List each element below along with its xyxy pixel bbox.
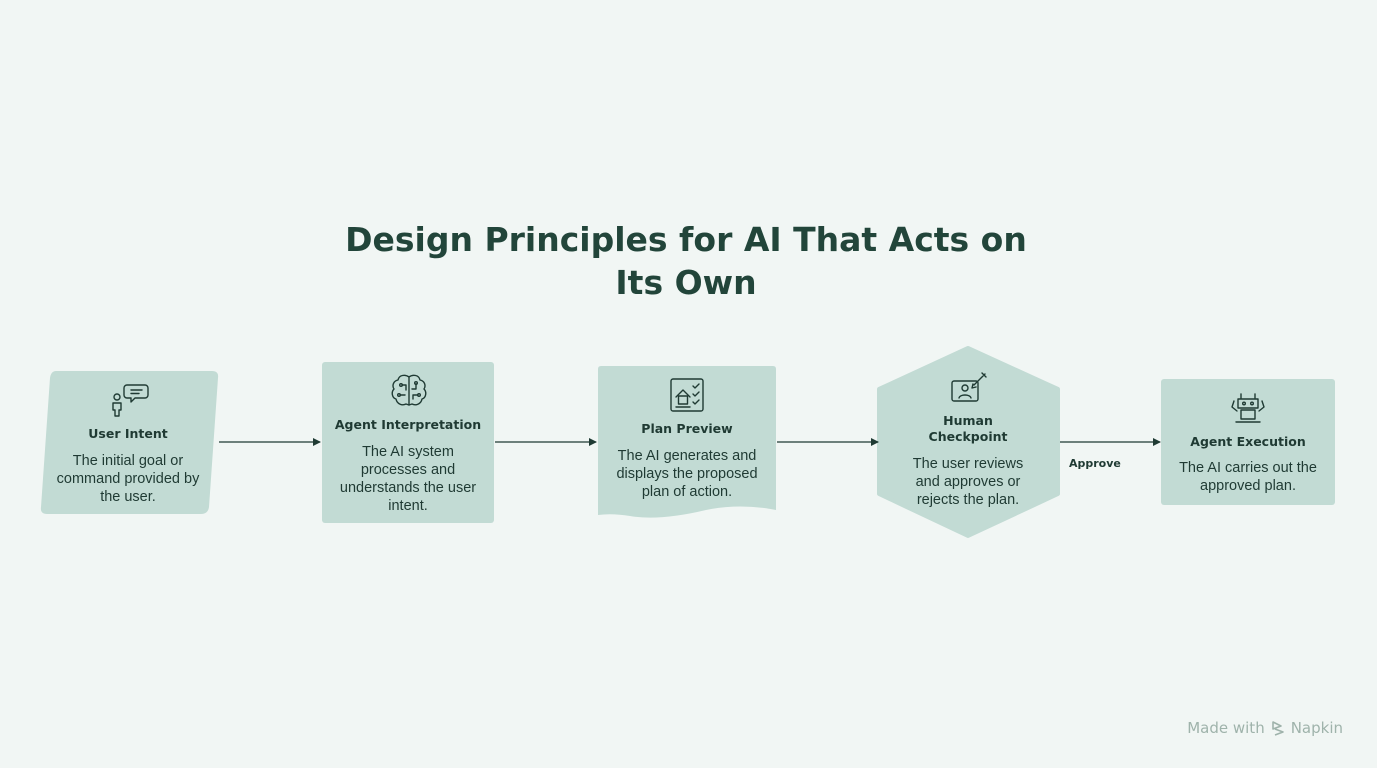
node-shape-human-checkpoint [877, 346, 1060, 538]
node-title: User Intent [88, 426, 168, 441]
node-shape-user-intent [40, 371, 219, 514]
node-agent-execution: Agent Execution The AI carries out the a… [1170, 434, 1326, 495]
node-title: Plan Preview [641, 421, 733, 436]
footer-attribution: Made with Napkin [1187, 719, 1343, 737]
node-description: The initial goal or command provided by … [56, 453, 200, 505]
plan-checklist-icon [670, 378, 704, 412]
node-plan-preview: Plan Preview The AI generates and displa… [606, 421, 768, 501]
napkin-logo-icon [1271, 721, 1284, 736]
node-title: Agent Execution [1190, 434, 1306, 449]
robot-icon [1231, 393, 1265, 423]
node-shape-agent-interpretation [322, 362, 494, 523]
node-shape-agent-execution [1161, 379, 1335, 505]
made-with-text: Made with [1187, 719, 1265, 737]
node-human-checkpoint: Human Checkpoint The user reviews and ap… [903, 413, 1033, 509]
node-user-intent: User Intent The initial goal or command … [52, 426, 204, 506]
review-sign-icon [951, 372, 987, 402]
node-title: Agent Interpretation [334, 417, 482, 432]
node-title: Human Checkpoint [928, 413, 1008, 444]
edge-label-approve: Approve [1069, 457, 1121, 470]
node-shape-plan-preview [598, 366, 776, 518]
node-agent-interpretation: Agent Interpretation The AI system proce… [330, 417, 486, 515]
node-description: The user reviews and approves or rejects… [912, 456, 1024, 508]
person-speech-icon [112, 384, 149, 417]
page-title: Design Principles for AI That Acts on It… [345, 220, 1027, 302]
node-description: The AI carries out the approved plan. [1179, 460, 1317, 494]
brain-circuit-icon [391, 374, 427, 406]
napkin-brand-text: Napkin [1290, 719, 1343, 737]
node-description: The AI system processes and understands … [339, 444, 477, 514]
node-description: The AI generates and displays the propos… [616, 448, 758, 500]
